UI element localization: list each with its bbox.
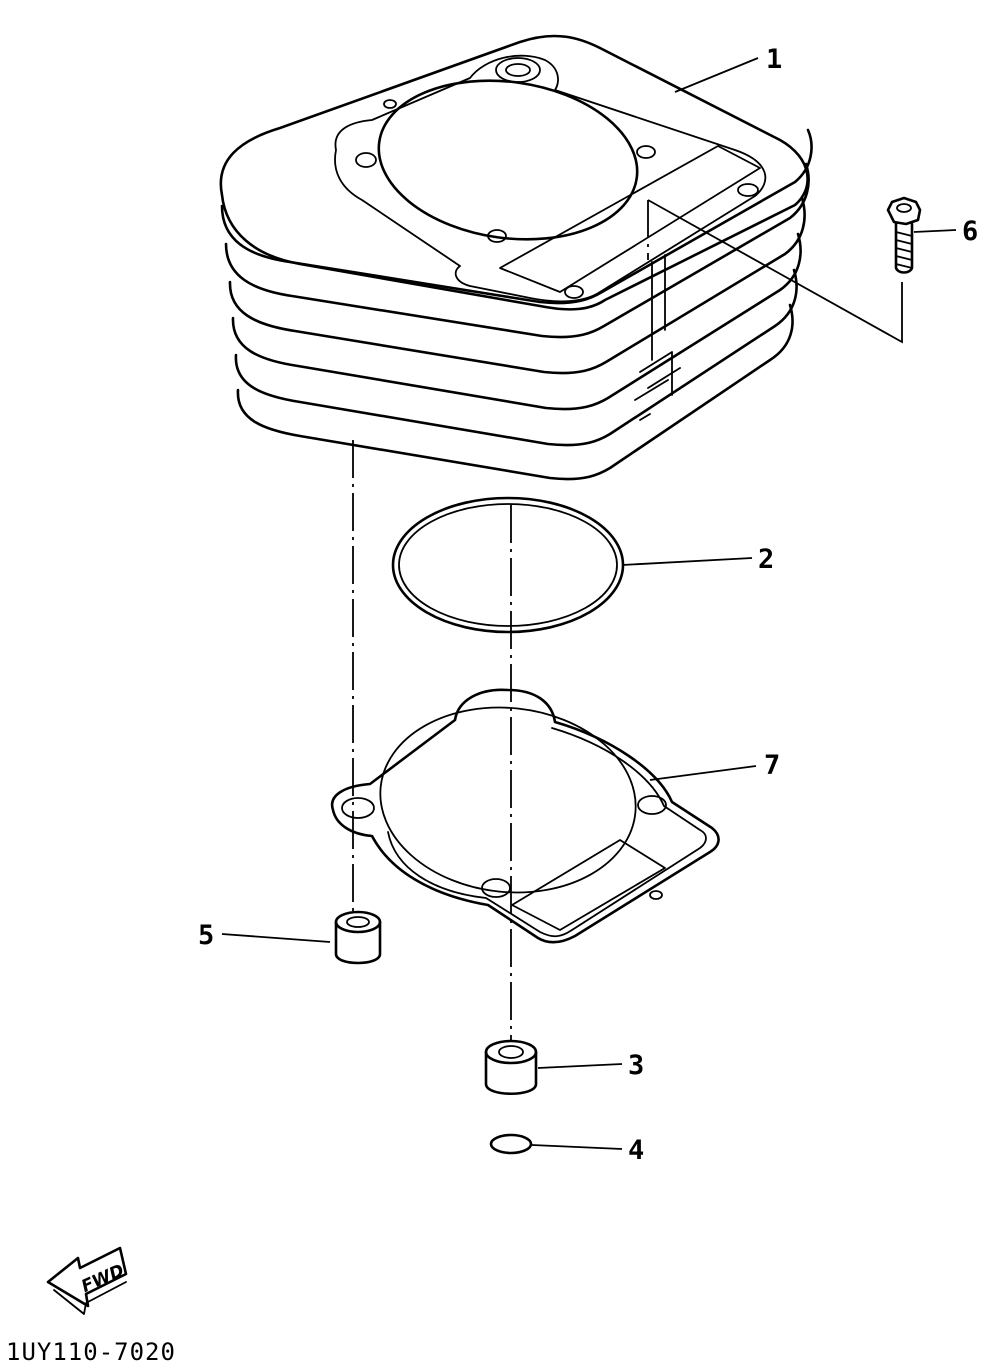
dowel-pin-part-lower: [484, 1039, 538, 1095]
callout-4: 4: [628, 1135, 644, 1166]
cylinder-part: [219, 34, 813, 481]
base-gasket-part: [330, 688, 720, 944]
bolt-part: [886, 196, 922, 274]
drawing-code: 1UY110-7020: [6, 1338, 176, 1366]
dowel-pin-part: [334, 910, 382, 965]
callout-3: 3: [628, 1050, 644, 1081]
forward-arrow-icon: FWD: [46, 1246, 128, 1315]
leader-lines: [221, 57, 957, 1150]
callout-6: 6: [962, 216, 978, 247]
small-o-ring-part: [489, 1133, 533, 1155]
callout-2: 2: [758, 544, 774, 575]
o-ring-part: [391, 496, 625, 634]
callout-7: 7: [764, 750, 780, 781]
callout-1: 1: [766, 44, 782, 75]
callout-5: 5: [198, 920, 214, 951]
assembly-axes: [352, 199, 903, 1040]
